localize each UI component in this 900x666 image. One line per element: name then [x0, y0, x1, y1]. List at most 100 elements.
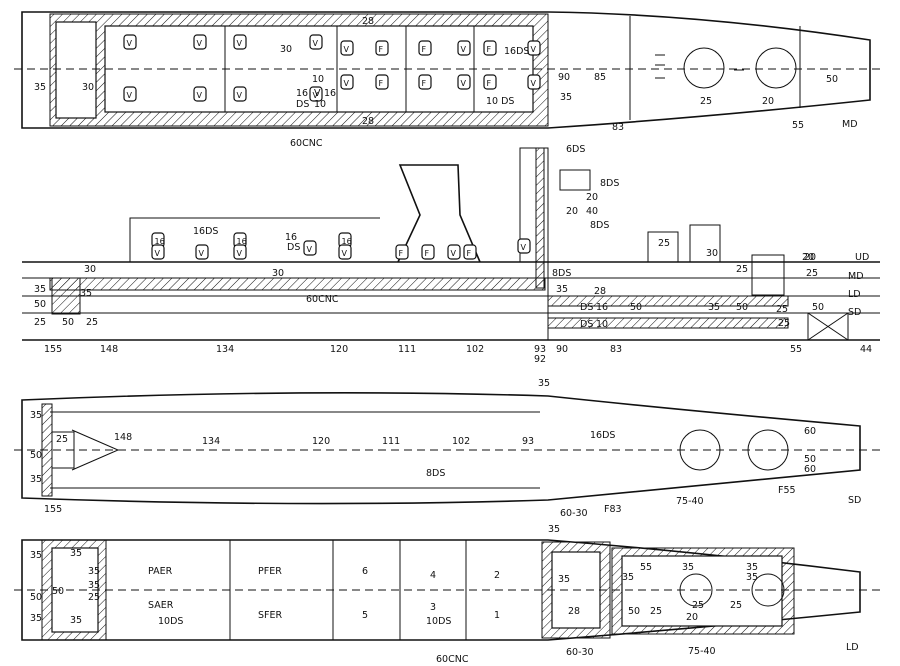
armor-box-label-frame	[527, 74, 541, 90]
armor-box-label-frame	[457, 74, 471, 90]
dimension-label: 50	[34, 299, 46, 310]
dimension-label: 25	[778, 318, 790, 329]
armor-box-label-frame	[123, 34, 137, 50]
armor-box-label-frame	[483, 40, 497, 56]
dimension-label: 28	[594, 286, 606, 297]
dimension-label: DS	[580, 319, 593, 330]
armor-box-label-frame	[338, 244, 352, 260]
armor-box-label: 16	[342, 237, 352, 246]
armor-box-label-frame	[483, 74, 497, 90]
dimension-label: 60-30	[560, 508, 588, 519]
dimension-label: 50	[30, 450, 42, 461]
dimension-label: 60	[804, 464, 816, 475]
dimension-label: 35	[30, 613, 42, 624]
armor-box-label: V	[531, 79, 537, 88]
compartment-label: SAER	[148, 600, 174, 611]
dimension-label: 50	[30, 592, 42, 603]
dimension-label: 28	[362, 16, 374, 27]
dimension-label: V	[314, 88, 321, 99]
armor-box-label: F	[487, 79, 492, 88]
compartment-label: 4	[430, 570, 436, 581]
dimension-label: 25	[736, 264, 748, 275]
dimension-label: 50	[62, 317, 74, 328]
armor-box-label-frame	[123, 86, 137, 102]
dimension-label: 10 DS	[486, 96, 514, 107]
dimension-label: 10	[596, 319, 608, 330]
dimension-label: 35	[70, 615, 82, 626]
armor-box-label-frame	[457, 40, 471, 56]
armor-box-label-frame	[233, 86, 247, 102]
frame-number: 120	[312, 436, 330, 447]
armor-box-label: V	[307, 245, 313, 254]
deck-name: SD	[848, 307, 861, 318]
deck-name: UD	[855, 252, 869, 263]
armor-box-label: V	[344, 45, 350, 54]
compartment-label: 3	[430, 602, 436, 613]
dimension-label: 30	[706, 248, 718, 259]
dimension-label: 10	[312, 74, 324, 85]
armor-box-label: V	[199, 249, 205, 258]
dimension-label: 35	[622, 572, 634, 583]
armor-box-label: V	[197, 39, 203, 48]
armor-box-label: V	[127, 39, 133, 48]
dimension-label: DS	[287, 242, 300, 253]
dimension-label: 35	[30, 474, 42, 485]
dimension-label: 25	[88, 592, 100, 603]
dimension-label: 28	[362, 116, 374, 127]
armor-box-label-frame	[309, 86, 323, 102]
armor-box-label-frame	[395, 244, 409, 260]
compartment-label: 1	[494, 610, 500, 621]
dimension-label: 8DS	[552, 268, 571, 279]
dimension-label: 60	[804, 426, 816, 437]
turret-circle	[747, 429, 789, 471]
dimension-label: 35	[560, 92, 572, 103]
armor-box-label: V	[237, 91, 243, 100]
view-name-md: MD	[842, 119, 858, 130]
frame-number: 111	[398, 344, 416, 355]
dimension-label: 35	[558, 574, 570, 585]
frame-number: 83	[610, 344, 622, 355]
dimension-label: 35	[34, 82, 46, 93]
dimension-label: 25	[730, 600, 742, 611]
dimension-label: 35	[88, 580, 100, 591]
frame-number: 90	[556, 344, 568, 355]
armor-box-label: F	[422, 45, 427, 54]
dimension-label: DS	[296, 99, 309, 110]
dimension-label: 40	[586, 206, 598, 217]
frame-number: 155	[44, 504, 62, 515]
dimension-label: 50	[630, 302, 642, 313]
view-name-ld: LD	[846, 642, 859, 653]
dimension-label: 75-40	[688, 646, 716, 657]
compartment-label: PAER	[148, 566, 173, 577]
armor-box-label: F	[425, 249, 430, 258]
armor-box-label: V	[237, 39, 243, 48]
compartment-label: SFER	[258, 610, 282, 621]
armor-box-label-frame	[421, 244, 435, 260]
ld-deck-plan	[14, 539, 880, 641]
dimension-label: 35	[682, 562, 694, 573]
frame-number: 44	[860, 344, 872, 355]
dimension-label: 25	[700, 96, 712, 107]
armor-box-label-frame	[340, 40, 354, 56]
armor-box-label-frame	[195, 244, 209, 260]
frame-number: 90	[558, 72, 570, 83]
frame-number: 55	[792, 120, 804, 131]
dimension-label: 10DS	[426, 616, 451, 627]
dimension-label: 50	[628, 606, 640, 617]
armor-box-label: V	[237, 249, 243, 258]
armor-box-label: 16	[155, 237, 165, 246]
frame-number: 102	[452, 436, 470, 447]
armor-box-label: F	[467, 249, 472, 258]
armor-box-label-frame	[193, 34, 207, 50]
armor-box-label-frame	[309, 34, 323, 50]
dimension-label: 25	[86, 317, 98, 328]
deck-name: MD	[848, 271, 864, 282]
compartment-label: 5	[362, 610, 368, 621]
armor-box-label: V	[342, 249, 348, 258]
dimension-label: 35	[34, 284, 46, 295]
dimension-label: 35	[80, 288, 92, 299]
dimension-label: 8DS	[590, 220, 609, 231]
dimension-label: 10	[314, 99, 326, 110]
armor-box-label-frame	[233, 34, 247, 50]
